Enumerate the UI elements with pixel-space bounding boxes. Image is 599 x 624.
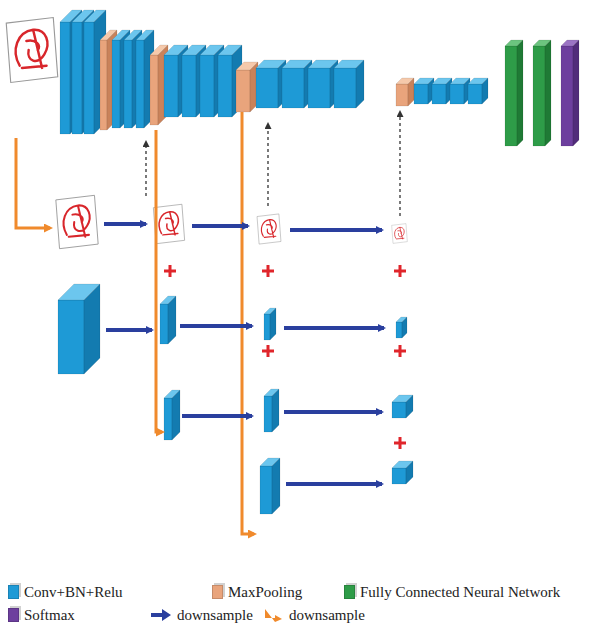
block-face (260, 466, 272, 514)
block-face (450, 84, 464, 104)
layer-blocks (58, 10, 579, 514)
block-face (270, 308, 276, 340)
block-face (272, 389, 279, 432)
legend-label: Fully Connected Neural Network (360, 583, 560, 601)
block-face (561, 46, 573, 146)
block-face (356, 60, 364, 108)
legend-item: Softmax (8, 606, 75, 624)
block-face (264, 396, 272, 432)
block-face (533, 46, 545, 146)
legend-swatch (212, 585, 223, 599)
block-face (392, 402, 406, 418)
block-face (432, 84, 446, 104)
block-face (124, 40, 132, 128)
block-face (82, 10, 94, 134)
legend-item: downsample (150, 606, 253, 624)
block-face (256, 68, 278, 108)
block-face (406, 461, 413, 484)
block-face (396, 84, 408, 106)
legend-item: Fully Connected Neural Network (344, 583, 560, 601)
legend-label: downsample (289, 606, 365, 624)
block-face (272, 458, 280, 514)
downsampled-image (257, 214, 281, 244)
block-face (200, 55, 214, 117)
block-face (402, 317, 407, 338)
block-face (406, 395, 413, 418)
downsampled-image (153, 204, 184, 243)
block-face (136, 40, 144, 128)
blue-downsample (104, 224, 384, 484)
downsampled-image (392, 224, 408, 244)
block-face (282, 68, 304, 108)
legend-label: Softmax (24, 606, 75, 624)
block-face (468, 84, 482, 104)
block-face (72, 22, 82, 134)
block-face (112, 40, 120, 128)
legend-item: Conv+BN+Relu (8, 583, 123, 601)
dashed-arrows (146, 112, 400, 216)
legend-item: downsample (262, 606, 365, 624)
legend-swatch (8, 608, 19, 622)
block-face (482, 78, 488, 104)
block-face (94, 10, 106, 134)
block-face (58, 300, 84, 374)
legend-arrow-icon (262, 608, 284, 622)
block-face (505, 46, 517, 146)
block-face (218, 55, 232, 117)
plus-signs (164, 265, 406, 449)
block-face (414, 84, 428, 104)
block-face (264, 314, 270, 340)
block-face (164, 55, 178, 117)
legend-swatch (344, 585, 355, 599)
legend-swatch (8, 585, 19, 599)
block-face (70, 10, 82, 134)
block-face (545, 40, 551, 146)
legend-item: MaxPooling (212, 583, 302, 601)
block-face (100, 40, 107, 130)
legend-label: MaxPooling (228, 583, 302, 601)
legend-label: Conv+BN+Relu (24, 583, 123, 601)
block-face (168, 296, 176, 344)
block-face (408, 78, 414, 106)
block-face (182, 55, 196, 117)
downsampled-image (56, 195, 98, 248)
block-face (84, 22, 94, 134)
legend-arrow-icon (150, 608, 172, 622)
block-face (60, 22, 70, 134)
block-face (164, 398, 172, 440)
orange-downsample (16, 112, 254, 534)
block-face (308, 68, 330, 108)
block-face (160, 304, 168, 344)
block-face (172, 390, 180, 440)
block-face (84, 284, 100, 374)
legend-label: downsample (177, 606, 253, 624)
block-face (150, 55, 158, 125)
input-image (6, 18, 58, 83)
block-face (517, 40, 523, 146)
block-face (236, 70, 250, 112)
block-face (396, 322, 402, 338)
block-face (573, 40, 579, 146)
block-face (392, 468, 406, 484)
block-face (334, 68, 356, 108)
